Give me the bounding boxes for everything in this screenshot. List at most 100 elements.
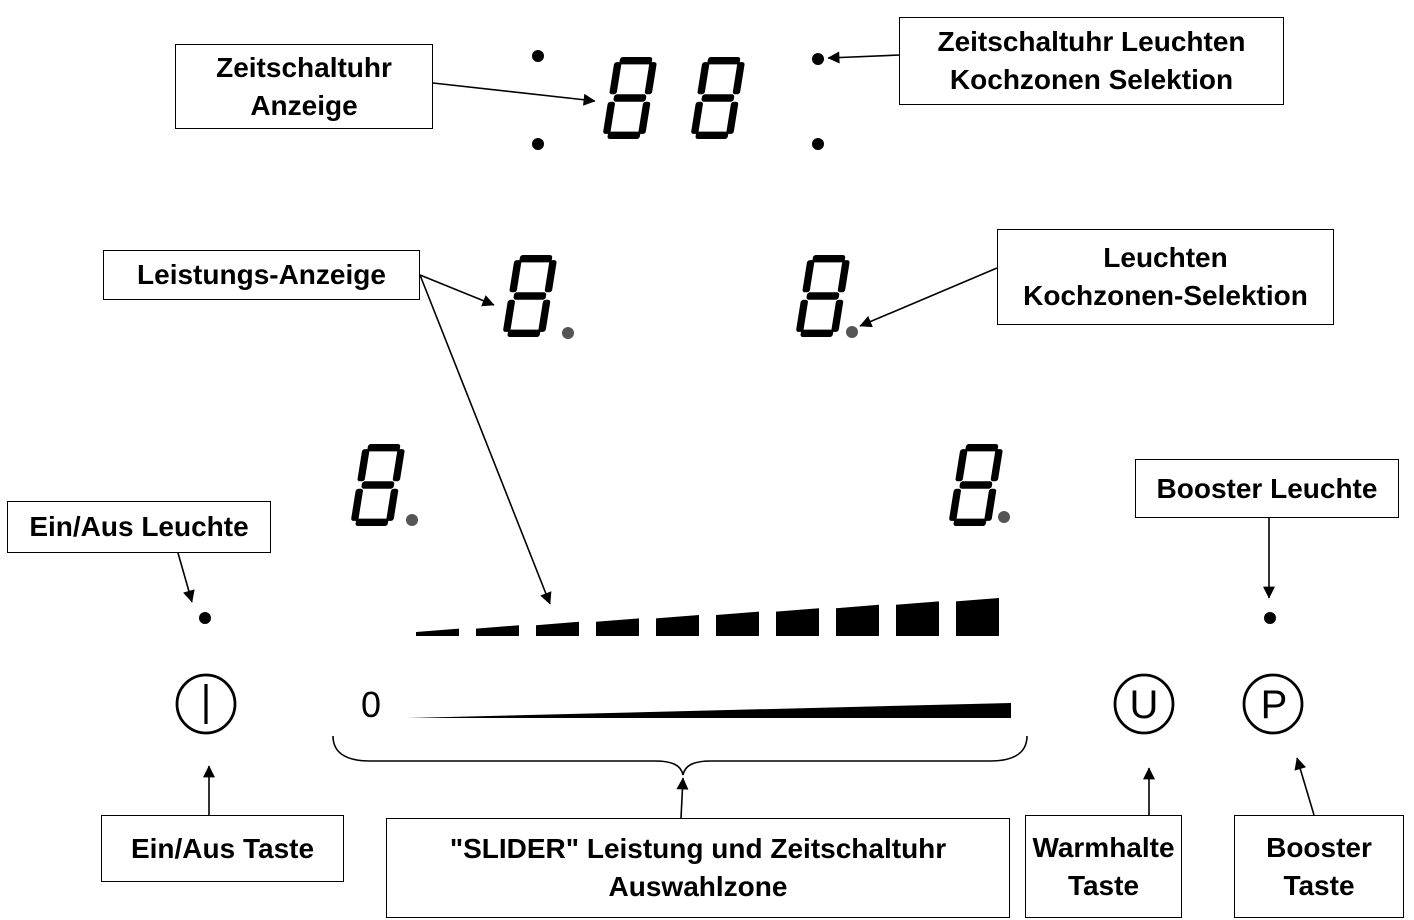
seven-segment-displays bbox=[351, 57, 1003, 527]
power-level-segment[interactable] bbox=[416, 628, 459, 636]
label-line: Anzeige bbox=[250, 89, 358, 121]
digit-segment bbox=[990, 449, 1003, 482]
digit-segment bbox=[357, 449, 370, 482]
label-line: Taste bbox=[1283, 869, 1355, 901]
label-line: Warmhalte bbox=[1032, 831, 1175, 863]
label-timer-lights: Zeitschaltuhr Leuchten Kochzonen Selekti… bbox=[899, 17, 1284, 105]
onoff-button[interactable] bbox=[175, 673, 237, 735]
digit-segment bbox=[607, 131, 641, 140]
digit-segment bbox=[503, 299, 515, 332]
label-power-display: Leistungs-Anzeige bbox=[103, 250, 420, 300]
power-level-segment[interactable] bbox=[836, 604, 879, 636]
booster-symbol: P bbox=[1261, 683, 1288, 727]
digit-segment bbox=[367, 444, 401, 452]
power-level-segment[interactable] bbox=[956, 598, 999, 636]
power-level-bars bbox=[416, 598, 999, 636]
label-zone-select-lights: Leuchten Kochzonen-Selektion bbox=[997, 229, 1334, 325]
power-digit-front-right bbox=[949, 444, 1003, 527]
digit-segment bbox=[812, 255, 846, 263]
slider-zero-label: 0 bbox=[361, 684, 382, 725]
digit-segment bbox=[392, 449, 405, 482]
zone-select-light-front-left bbox=[406, 514, 418, 526]
digit-segment bbox=[351, 488, 363, 521]
label-line: Ein/Aus Leuchte bbox=[29, 511, 249, 542]
digit-segment bbox=[831, 299, 844, 332]
digit-segment bbox=[806, 292, 840, 300]
slider-wedge[interactable] bbox=[408, 703, 1011, 718]
label-line: Auswahlzone bbox=[608, 871, 788, 902]
digit-segment bbox=[613, 94, 647, 102]
timer-light-bottom-left bbox=[532, 138, 544, 150]
power-level-segment[interactable] bbox=[776, 608, 819, 636]
label-keepwarm-key: Warmhalte Taste bbox=[1025, 815, 1182, 918]
digit-segment bbox=[691, 101, 703, 134]
keepwarm-symbol: U bbox=[1130, 683, 1159, 727]
label-onoff-key: Ein/Aus Taste bbox=[101, 815, 344, 882]
label-booster-key: Booster Taste bbox=[1234, 815, 1404, 918]
booster-button[interactable]: P bbox=[1242, 673, 1304, 735]
slider-brace bbox=[332, 735, 1028, 776]
power-level-segment[interactable] bbox=[536, 621, 579, 636]
label-timer-display: Zeitschaltuhr Anzeige bbox=[175, 44, 433, 129]
indicator-dots bbox=[199, 50, 1276, 624]
power-digit-front-left bbox=[351, 444, 405, 527]
power-level-segment[interactable] bbox=[596, 618, 639, 636]
arrow-onoff-light bbox=[177, 552, 195, 603]
digit-segment bbox=[984, 488, 997, 521]
arrow-slider-zone bbox=[676, 777, 689, 819]
power-level-segment[interactable] bbox=[476, 625, 519, 636]
arrow-power-display-upper bbox=[419, 274, 495, 307]
power-level-segment[interactable] bbox=[716, 611, 759, 636]
label-line: Leistungs-Anzeige bbox=[137, 259, 386, 290]
digit-segment bbox=[355, 518, 389, 527]
digit-segment bbox=[603, 101, 615, 134]
onoff-light bbox=[199, 612, 211, 624]
power-level-segment[interactable] bbox=[896, 601, 939, 636]
timer-light-top-right bbox=[812, 53, 824, 65]
arrow-timer-display bbox=[432, 82, 596, 106]
label-line: Taste bbox=[1067, 869, 1140, 901]
digit-segment bbox=[638, 101, 651, 134]
digit-segment bbox=[544, 260, 557, 293]
digit-segment bbox=[701, 94, 735, 102]
arrow-timer-lights bbox=[827, 51, 901, 64]
digit-segment bbox=[955, 449, 968, 482]
label-line: Leuchten bbox=[1103, 242, 1228, 273]
power-digit-rear-left bbox=[503, 255, 557, 338]
digit-segment bbox=[361, 481, 395, 489]
timer-light-top-left bbox=[532, 50, 544, 62]
power-digit-rear-right bbox=[796, 255, 850, 338]
digit-segment bbox=[802, 260, 815, 293]
digit-segment bbox=[800, 329, 834, 338]
digit-segment bbox=[609, 62, 622, 95]
arrow-booster-key bbox=[1294, 757, 1315, 816]
digit-segment bbox=[732, 62, 745, 95]
digit-segment bbox=[953, 518, 987, 527]
keepwarm-icon bbox=[1113, 673, 1175, 735]
digit-segment bbox=[707, 57, 741, 65]
leader-lines bbox=[177, 51, 1315, 819]
label-line: Booster bbox=[1266, 831, 1372, 863]
booster-light bbox=[1264, 612, 1276, 624]
keepwarm-button[interactable]: U bbox=[1113, 673, 1175, 735]
digit-segment bbox=[949, 488, 961, 521]
power-icon bbox=[175, 673, 237, 735]
digit-segment bbox=[965, 444, 999, 452]
zone-select-light-front-right bbox=[998, 511, 1010, 523]
timer-digit-units bbox=[691, 57, 745, 140]
label-line: Booster Leuchte bbox=[1156, 472, 1378, 504]
timer-light-bottom-right bbox=[812, 138, 824, 150]
timer-digit-tens bbox=[603, 57, 657, 140]
digit-segment bbox=[386, 488, 399, 521]
label-line: Kochzonen-Selektion bbox=[1023, 280, 1308, 311]
booster-icon bbox=[1242, 673, 1304, 735]
digit-segment bbox=[513, 292, 547, 300]
zone-select-light-rear-right bbox=[846, 326, 858, 338]
digit-segment bbox=[507, 329, 541, 338]
digit-segment bbox=[509, 260, 522, 293]
power-level-segment[interactable] bbox=[656, 615, 699, 636]
label-booster-light: Booster Leuchte bbox=[1135, 459, 1399, 518]
label-onoff-light: Ein/Aus Leuchte bbox=[7, 501, 271, 553]
